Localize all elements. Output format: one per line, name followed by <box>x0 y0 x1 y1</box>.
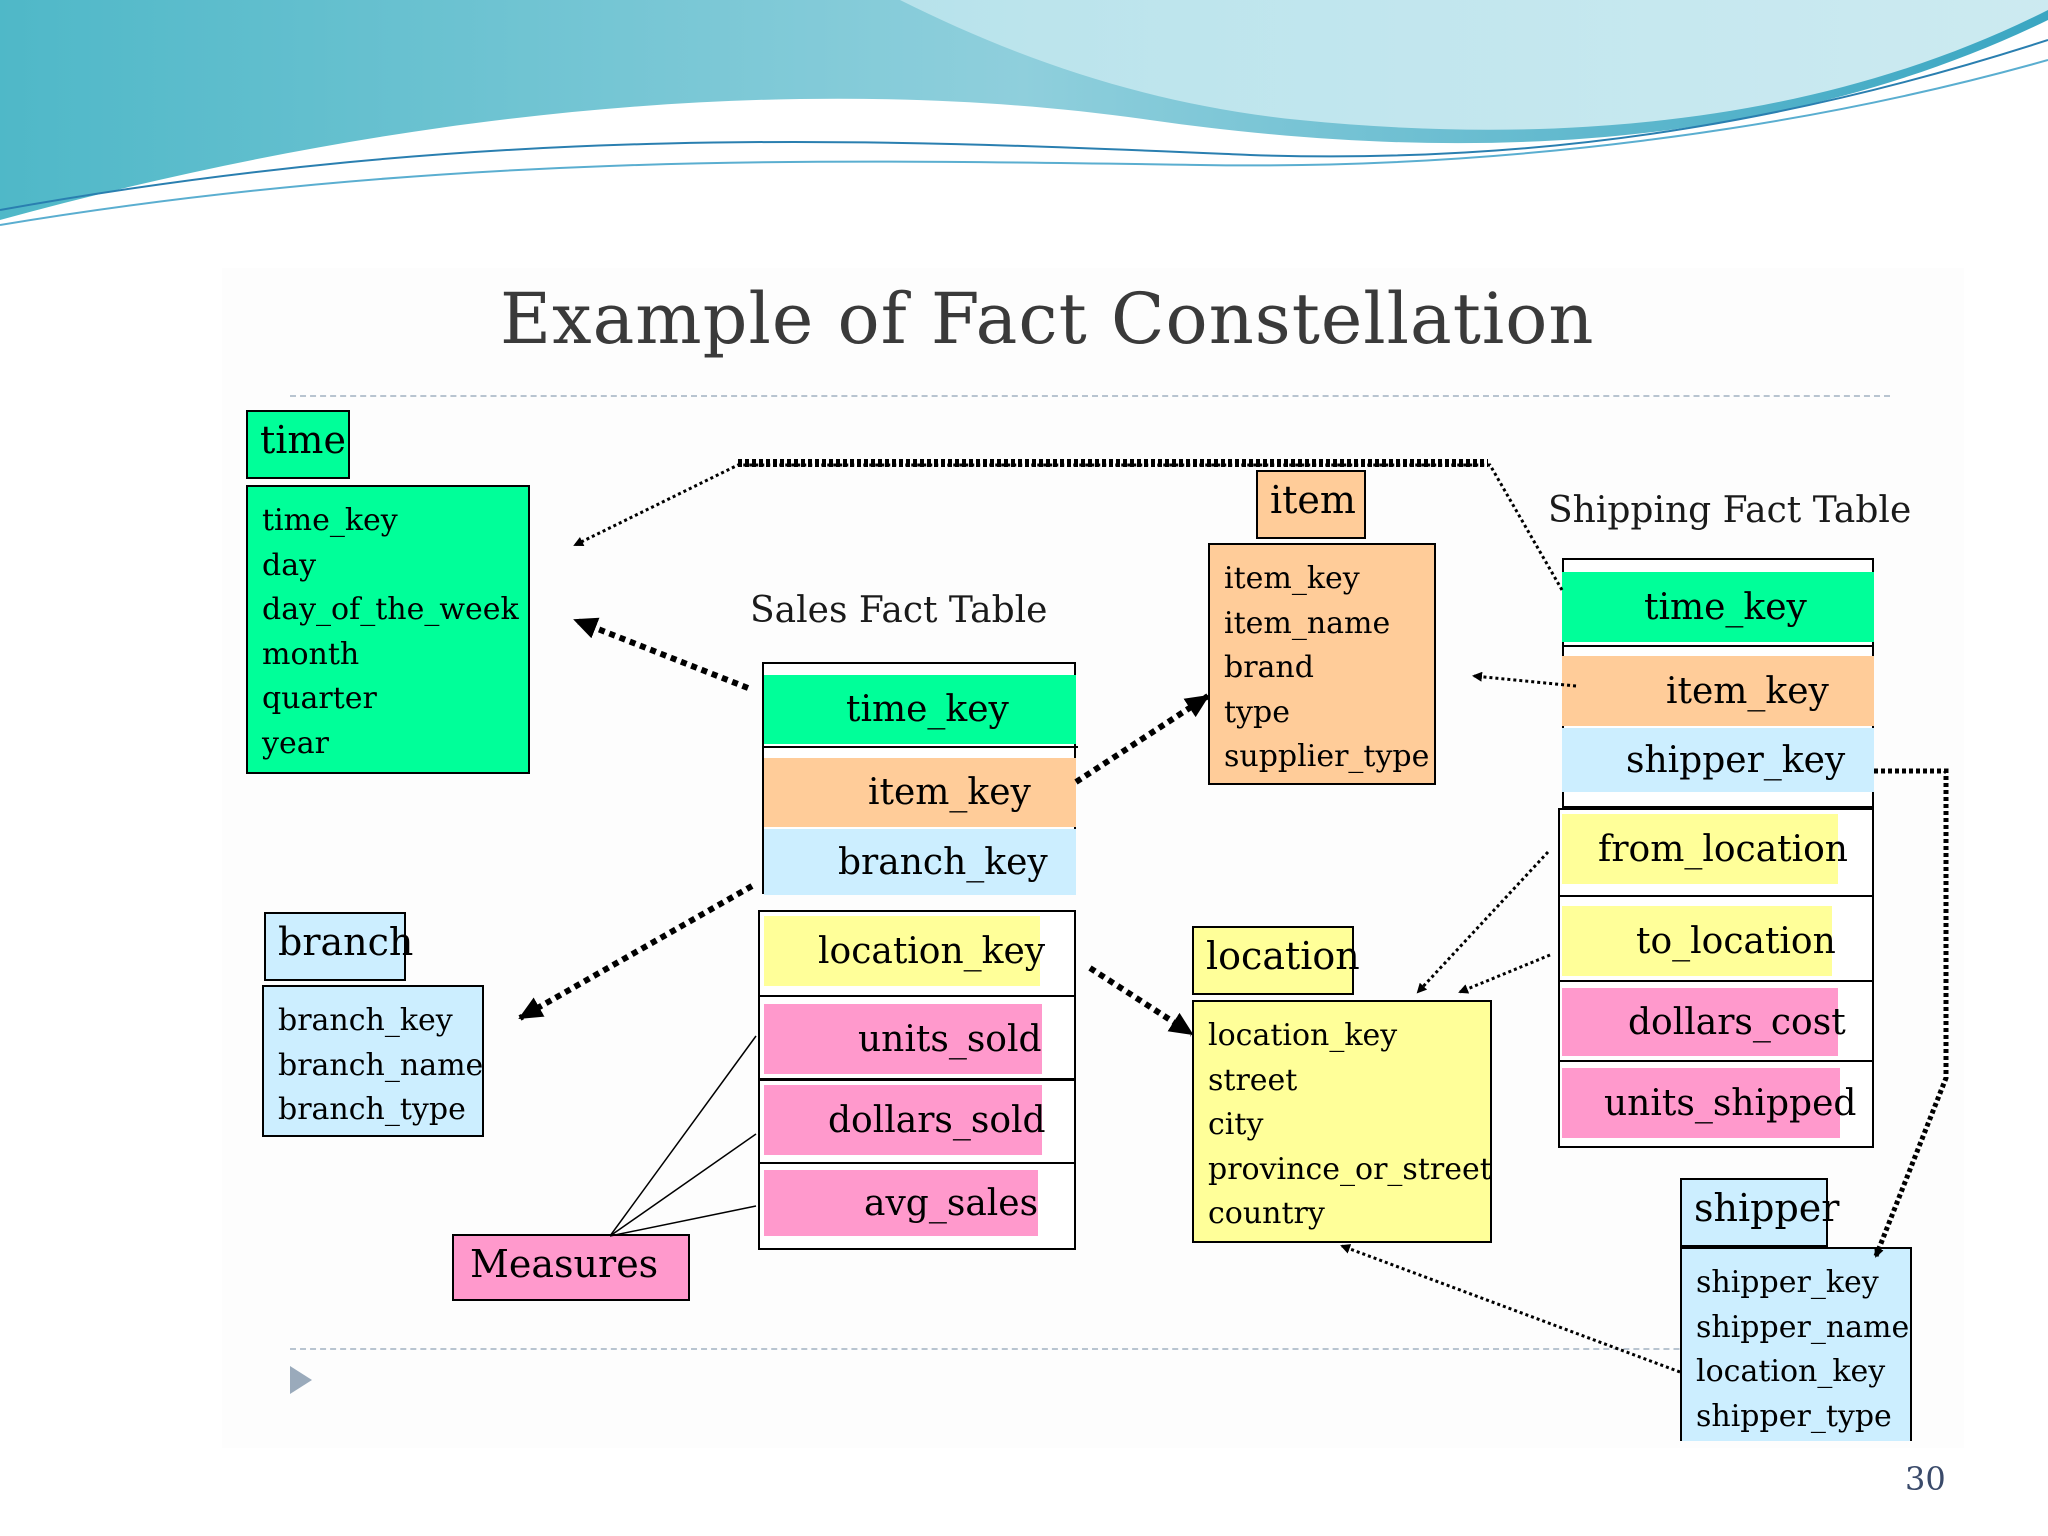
attr-city: city <box>1208 1107 1264 1142</box>
bottom-divider <box>290 1348 1890 1350</box>
attr-day: day <box>262 547 317 583</box>
attr-month: month <box>262 636 360 672</box>
sales-fact-table-label: Sales Fact Table <box>750 590 1048 631</box>
attr-year: year <box>262 725 329 761</box>
attr-supplier-type: supplier_type <box>1224 739 1430 774</box>
play-bullet-icon <box>290 1366 312 1394</box>
time-dimension-header: time <box>246 410 350 479</box>
attr-shipper-key: shipper_key <box>1696 1265 1879 1300</box>
item-dimension-attributes: item_key item_name brand type supplier_t… <box>1208 543 1436 785</box>
attr-shipper-type: shipper_type <box>1696 1398 1892 1434</box>
sales-key-location: location_key <box>764 916 1045 986</box>
shipping-row-separator <box>1562 645 1874 647</box>
attr-branch-key: branch_key <box>278 1003 453 1038</box>
attr-province-or-street: province_or_street <box>1208 1151 1492 1187</box>
attr-quarter: quarter <box>262 681 377 716</box>
page-number: 30 <box>1905 1460 1946 1498</box>
attr-day-of-the-week: day_of_the_week <box>262 592 519 627</box>
header-wave-decoration <box>0 0 2048 226</box>
sales-key-branch: branch_key <box>764 829 1076 895</box>
shipping-row-separator <box>1558 980 1874 982</box>
shipping-measure-dollars-cost: dollars_cost <box>1562 988 1846 1056</box>
time-dimension-attributes: time_key day day_of_the_week month quart… <box>246 485 530 774</box>
sales-measure-units-sold: units_sold <box>764 1004 1042 1074</box>
sales-key-item: item_key <box>764 758 1076 827</box>
slide-title: Example of Fact Constellation <box>500 278 1595 360</box>
attr-item-name: item_name <box>1224 605 1391 641</box>
shipping-key-from-location: from_location <box>1562 814 1848 884</box>
attr-brand: brand <box>1224 650 1314 685</box>
shipping-row-separator <box>1558 1060 1874 1062</box>
attr-shipper-location-key: location_key <box>1696 1354 1886 1389</box>
shipping-row-separator <box>1558 895 1874 897</box>
attr-time-key: time_key <box>262 503 398 538</box>
sales-row-separator <box>758 995 1076 997</box>
attr-type: type <box>1224 694 1290 730</box>
item-dimension-header: item <box>1256 470 1366 539</box>
branch-dimension-header: branch <box>264 912 413 981</box>
shipping-key-item: item_key <box>1562 656 1874 726</box>
shipper-dimension-attributes: shipper_key shipper_name location_key sh… <box>1680 1247 1912 1441</box>
location-dimension-header: location <box>1192 926 1360 995</box>
sales-row-separator <box>762 746 1078 748</box>
shipper-dimension-header: shipper <box>1680 1178 1839 1247</box>
attr-shipper-name: shipper_name <box>1696 1309 1910 1345</box>
shipping-key-time: time_key <box>1562 572 1874 642</box>
measures-callout: Measures <box>452 1234 690 1301</box>
branch-dimension-attributes: branch_key branch_name branch_type <box>262 985 484 1137</box>
shipping-key-to-location: to_location <box>1562 906 1836 976</box>
attr-branch-type: branch_type <box>278 1092 466 1127</box>
shipping-key-shipper: shipper_key <box>1562 728 1874 792</box>
attr-country: country <box>1208 1196 1325 1231</box>
shipping-fact-table-label: Shipping Fact Table <box>1548 490 1912 531</box>
title-divider <box>290 395 1890 397</box>
attr-street: street <box>1208 1062 1298 1098</box>
sales-measure-dollars-sold: dollars_sold <box>764 1085 1046 1155</box>
sales-measure-avg-sales: avg_sales <box>764 1170 1038 1236</box>
sales-row-separator <box>758 1162 1076 1164</box>
shipping-measure-units-shipped: units_shipped <box>1562 1068 1856 1138</box>
attr-branch-name: branch_name <box>278 1047 484 1083</box>
attr-location-key: location_key <box>1208 1018 1398 1053</box>
sales-row-separator <box>758 1078 1076 1081</box>
location-dimension-attributes: location_key street city province_or_str… <box>1192 1000 1492 1243</box>
attr-item-key: item_key <box>1224 561 1360 596</box>
sales-key-time: time_key <box>764 675 1076 744</box>
